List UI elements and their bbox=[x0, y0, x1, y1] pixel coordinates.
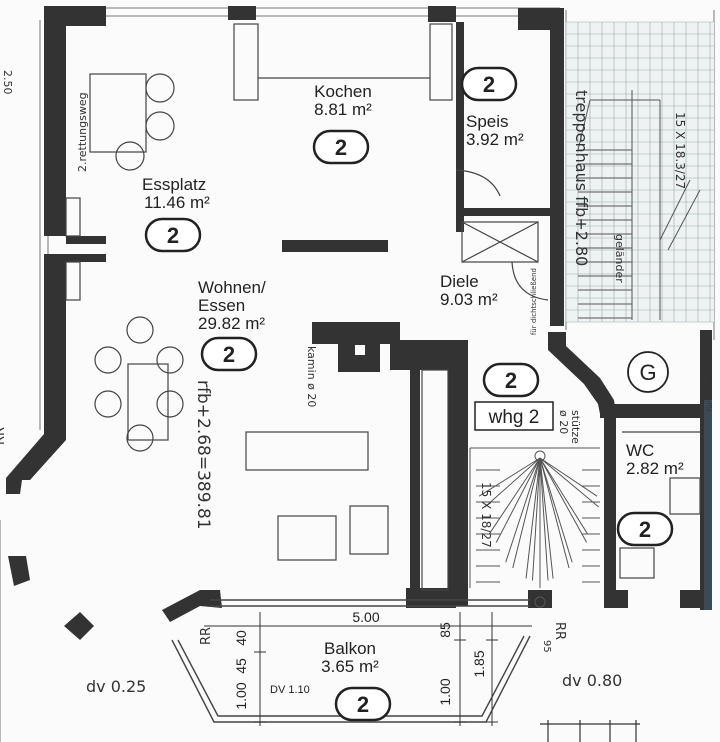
speis-area: 3.92 m² bbox=[466, 130, 524, 149]
room-balkon: Balkon 3.65 m² 2 bbox=[321, 639, 392, 722]
essplatz-area: 11.46 m² bbox=[144, 193, 210, 212]
dim-right-mid: 1.85 bbox=[471, 650, 487, 677]
stair-hatch-top bbox=[565, 21, 714, 323]
wohnen-name-2: Essen bbox=[198, 296, 245, 315]
balkon-name: Balkon bbox=[324, 639, 376, 658]
room-wohnen: Wohnen/ Essen 29.82 m² 2 bbox=[198, 278, 266, 372]
room-kochen: Kochen 8.81 m² 2 bbox=[312, 82, 372, 165]
stair-lower-text: 15 X 18/27 bbox=[479, 482, 493, 548]
speis-badge: 2 bbox=[483, 72, 495, 97]
stair-upper bbox=[577, 90, 701, 320]
unit-badge: 2 bbox=[505, 368, 517, 393]
dv-balkon-text: DV 1.10 bbox=[270, 684, 310, 696]
furniture bbox=[65, 23, 701, 591]
wc-badge: 2 bbox=[639, 517, 651, 542]
treppenhaus-text: treppenhaus ffb+2.80 bbox=[572, 90, 591, 266]
dimension-lines bbox=[204, 612, 532, 726]
room-essplatz: Essplatz 11.46 m² 2 bbox=[142, 175, 210, 253]
diele-area: 9.03 m² bbox=[440, 290, 498, 309]
room-wc: WC 2.82 m² 2 bbox=[616, 441, 684, 547]
essplatz-name: Essplatz bbox=[142, 175, 206, 194]
balkon-badge: 2 bbox=[357, 692, 369, 717]
rr-right-dim: 95 bbox=[541, 640, 552, 653]
dicht-left-text: für dichtschließend bbox=[530, 268, 538, 335]
kochen-badge: 2 bbox=[335, 135, 347, 160]
kochen-area: 8.81 m² bbox=[314, 100, 372, 119]
stair-upper-text: 15 X 18.3/27 bbox=[673, 112, 687, 189]
stuetze-text-2: ø 20 bbox=[557, 410, 570, 434]
wohnen-area: 29.82 m² bbox=[198, 314, 265, 333]
symbol-g-text: G bbox=[639, 360, 656, 385]
dicht-right-text: für dichtschließend bbox=[706, 344, 714, 411]
wc-name: WC bbox=[626, 441, 654, 460]
dim-right-bottom: 1.00 bbox=[437, 678, 453, 705]
speis-name: Speis bbox=[466, 112, 509, 131]
floor-level-text: rfb+2.68=389.81 bbox=[193, 380, 213, 530]
room-diele: Diele 9.03 m² bbox=[440, 272, 498, 309]
balkon-area: 3.65 m² bbox=[321, 657, 379, 676]
symbol-g: G bbox=[627, 351, 669, 393]
left-edge-dim: 2.50 bbox=[1, 70, 14, 95]
rr-right-text: RR bbox=[552, 622, 567, 640]
wc-area: 2.82 m² bbox=[626, 459, 684, 478]
stuetze-text-1: stütze bbox=[569, 410, 582, 444]
wohnen-badge: 2 bbox=[223, 342, 235, 367]
gelaender-text: geländer bbox=[613, 234, 626, 283]
dim-left-bottom: 1.00 bbox=[233, 682, 249, 709]
kochen-name: Kochen bbox=[314, 82, 372, 101]
dv-right-text: dv 0.80 bbox=[562, 671, 622, 690]
wohnen-name-1: Wohnen/ bbox=[198, 278, 266, 297]
dim-width: 5.00 bbox=[352, 609, 379, 625]
unit-marker: 2 whg 2 bbox=[474, 362, 554, 431]
unit-label: whg 2 bbox=[488, 407, 540, 428]
rr-balkon-text: RR bbox=[199, 627, 214, 645]
stair-lower bbox=[469, 447, 600, 608]
room-speis: 2 Speis 3.92 m² bbox=[460, 66, 524, 149]
rettungsweg-text: 2.rettungsweg bbox=[76, 92, 89, 172]
diele-name: Diele bbox=[440, 272, 479, 291]
kamin-text: kamin ø 20 bbox=[305, 346, 318, 407]
dim-right-top: 85 bbox=[437, 622, 453, 638]
dv-left-text: dv 0.25 bbox=[86, 677, 146, 696]
walls bbox=[6, 6, 712, 640]
rr-left-text: RR bbox=[0, 427, 8, 445]
dim-left-top: 40 bbox=[233, 630, 249, 646]
essplatz-badge: 2 bbox=[167, 223, 179, 248]
dim-left-mid: 45 bbox=[233, 658, 249, 674]
bottom-marks bbox=[540, 720, 640, 742]
